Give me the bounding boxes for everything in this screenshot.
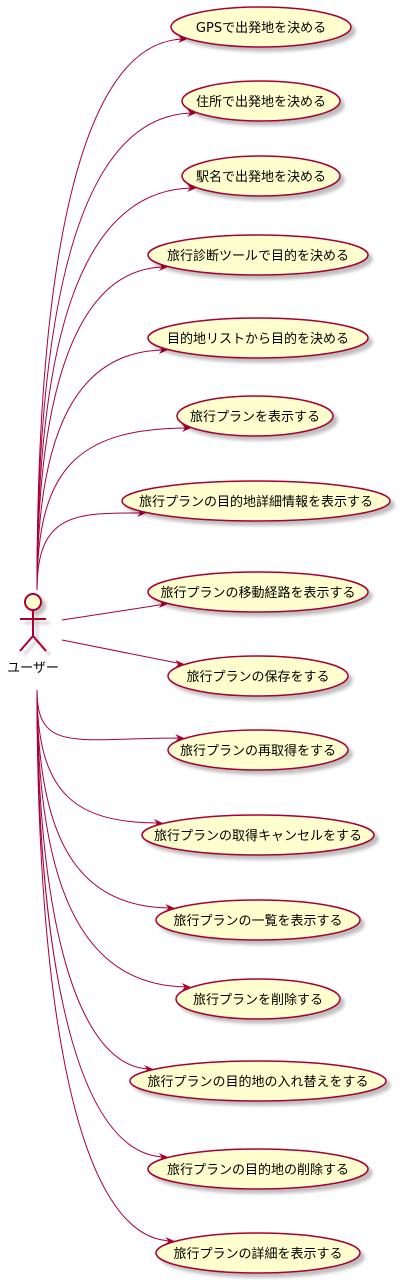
actor: ユーザー <box>7 593 59 676</box>
use-case-label: 旅行プランの目的地詳細情報を表示する <box>139 494 373 510</box>
use-case-label: 旅行プランの目的地の削除する <box>167 1162 349 1178</box>
use-case-ellipse <box>167 655 349 697</box>
association-line <box>61 639 183 665</box>
use-case-uc8: 旅行プランの移動経路を表示する <box>147 571 369 613</box>
use-case-label: GPSで出発地を決める <box>196 21 326 36</box>
use-case-uc9: 旅行プランの保存をする <box>167 655 349 697</box>
use-case-uc15: 旅行プランの目的地の削除する <box>147 1148 369 1190</box>
use-case-uc7: 旅行プランの目的地詳細情報を表示する <box>121 480 391 522</box>
association-line <box>36 266 166 591</box>
association-lines <box>36 38 195 1242</box>
use-case-label: 旅行プランを表示する <box>190 410 320 425</box>
actor-name: ユーザー <box>7 661 59 676</box>
use-case-uc12: 旅行プランの一覧を表示する <box>155 899 361 941</box>
arrowheads <box>137 35 197 1245</box>
use-case-ellipse <box>147 234 369 276</box>
arrowhead <box>181 983 191 991</box>
use-case-ellipse <box>167 729 349 771</box>
use-case-label: 住所で出発地を決める <box>196 95 326 110</box>
use-case-label: 旅行プランの目的地の入れ替えをする <box>147 1074 368 1090</box>
use-case-ellipse <box>170 6 352 48</box>
use-case-ellipse <box>147 317 369 359</box>
use-case-label: 旅行プランの一覧を表示する <box>173 913 342 929</box>
use-case-ellipse <box>155 899 361 941</box>
arrowhead <box>187 109 197 117</box>
arrowhead <box>182 424 192 432</box>
use-case-ellipse <box>176 395 334 437</box>
use-case-ellipse <box>181 155 341 197</box>
use-case-label: 旅行プランの保存をする <box>186 670 329 685</box>
association-line <box>36 689 161 824</box>
association-line <box>61 603 166 621</box>
use-case-label: 旅行プランの取得キャンセルをする <box>154 828 362 844</box>
association-line <box>36 112 195 591</box>
use-case-uc3: 駅名で出発地を決める <box>181 155 341 197</box>
use-case-ellipse <box>129 1060 387 1102</box>
association-line <box>36 689 189 988</box>
association-line <box>36 38 186 591</box>
use-case-uc14: 旅行プランの目的地の入れ替えをする <box>129 1060 387 1102</box>
use-case-label: 旅行プランの移動経路を表示する <box>160 585 355 601</box>
association-line <box>36 349 166 591</box>
use-case-uc4: 旅行診断ツールで目的を決める <box>147 234 369 276</box>
use-case-label: 旅行プランの再取得をする <box>180 743 336 759</box>
use-case-ellipse <box>155 1232 361 1274</box>
use-case-uc6: 旅行プランを表示する <box>176 395 334 437</box>
use-case-label: 駅名で出発地を決める <box>196 169 326 185</box>
association-line <box>36 187 195 591</box>
association-line <box>36 512 145 591</box>
association-line <box>36 689 173 909</box>
use-case-label: 旅行プランを削除する <box>193 993 323 1008</box>
use-case-label: 旅行プランの詳細を表示する <box>173 1246 342 1262</box>
use-case-ellipse <box>141 814 375 856</box>
association-line <box>36 689 152 1070</box>
use-case-uc16: 旅行プランの詳細を表示する <box>155 1232 361 1274</box>
use-case-ellipse <box>181 80 341 122</box>
use-case-ellipse <box>147 1148 369 1190</box>
use-case-ellipse <box>121 480 391 522</box>
arrowhead <box>187 184 197 192</box>
use-case-uc11: 旅行プランの取得キャンセルをする <box>141 814 375 856</box>
stick-figure-actor-icon <box>19 593 47 652</box>
use-case-ellipse <box>175 978 341 1020</box>
use-case-uc1: GPSで出発地を決める <box>170 6 352 48</box>
use-case-label: 目的地リストから目的を決める <box>167 331 349 347</box>
arrowhead <box>175 660 185 668</box>
use-case-ellipse <box>147 571 369 613</box>
association-line <box>36 427 190 591</box>
arrowhead <box>178 35 188 43</box>
association-line <box>36 689 173 1242</box>
association-line <box>36 689 166 1158</box>
use-case-uc10: 旅行プランの再取得をする <box>167 729 349 771</box>
use-case-uc5: 目的地リストから目的を決める <box>147 317 369 359</box>
use-case-uc2: 住所で出発地を決める <box>181 80 341 122</box>
use-case-uc13: 旅行プランを削除する <box>175 978 341 1020</box>
association-line <box>36 689 183 741</box>
use-case-label: 旅行診断ツールで目的を決める <box>167 248 349 264</box>
arrowhead <box>175 734 185 742</box>
